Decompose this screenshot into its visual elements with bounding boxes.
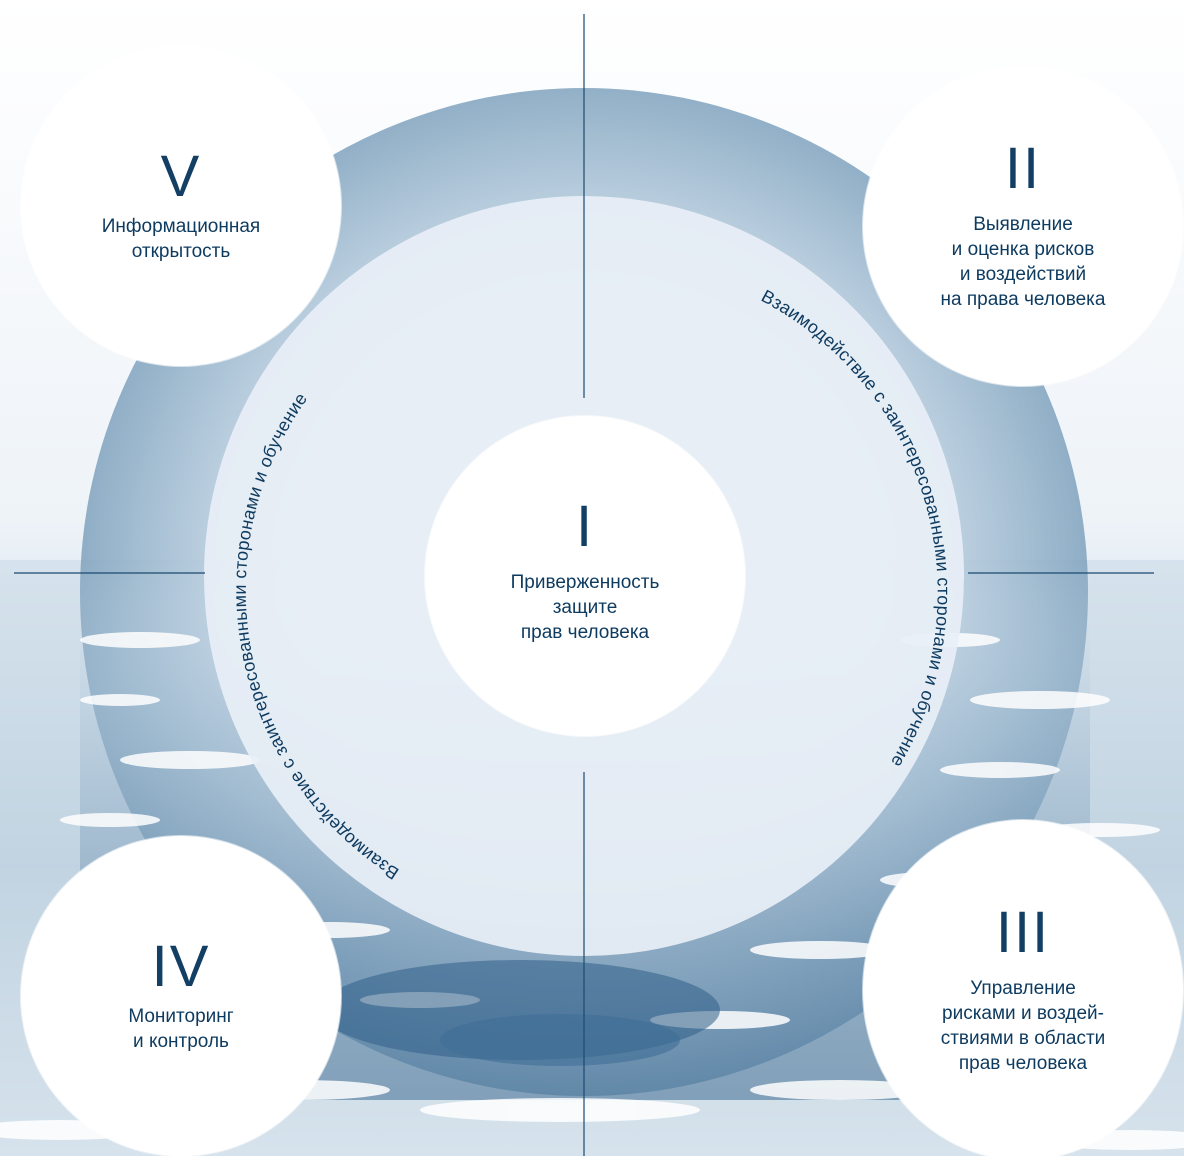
stage-3-circle: III Управление рисками и воздей- ствиями… xyxy=(863,820,1183,1160)
stage-1-line-2: защите xyxy=(552,596,618,618)
stage-1-circle: I Приверженность защите прав человека xyxy=(425,416,745,736)
stage-4-line-1: Мониторинг xyxy=(128,1006,234,1027)
stage-1-line-1: Приверженность xyxy=(510,571,660,593)
stage-5-line-1: Информационная xyxy=(101,216,261,237)
stage-3-line-2: рисками и воздей- xyxy=(942,1003,1104,1024)
stage-3-line-1: Управление xyxy=(970,978,1076,999)
stage-2-line-2: и оценка рисков xyxy=(951,239,1095,260)
stage-4-circle: IV Мониторинг и контроль xyxy=(21,836,341,1156)
stage-4-line-2: и контроль xyxy=(133,1031,229,1052)
stage-5-numeral: V xyxy=(160,144,202,209)
stage-4-caption: Мониторинг и контроль xyxy=(128,1004,233,1054)
stage-2-line-4: на права человека xyxy=(940,289,1106,310)
stage-3-line-3: ствиями в области xyxy=(940,1028,1106,1049)
stage-5-line-2: открытость xyxy=(131,241,231,262)
stage-3-numeral: III xyxy=(995,900,1051,965)
stage-2-numeral: II xyxy=(1004,136,1042,201)
stage-1-line-3: прав человека xyxy=(520,621,650,643)
stage-2-circle: II Выявление и оценка рисков и воздейств… xyxy=(863,66,1183,386)
stage-1-numeral: I xyxy=(575,493,595,559)
stage-3-line-4: прав человека xyxy=(958,1053,1088,1074)
stage-5-caption: Информационная открытость xyxy=(102,214,260,264)
stage-3-caption: Управление рисками и воздей- ствиями в о… xyxy=(941,976,1106,1076)
stage-2-caption: Выявление и оценка рисков и воздействий … xyxy=(941,212,1106,312)
stage-1-caption: Приверженность защите прав человека xyxy=(511,570,660,645)
stage-5-circle: V Информационная открытость xyxy=(21,46,341,366)
stage-2-line-3: и воздействий xyxy=(959,264,1087,285)
stage-2-line-1: Выявление xyxy=(973,214,1073,235)
stage-4-numeral: IV xyxy=(151,934,211,999)
